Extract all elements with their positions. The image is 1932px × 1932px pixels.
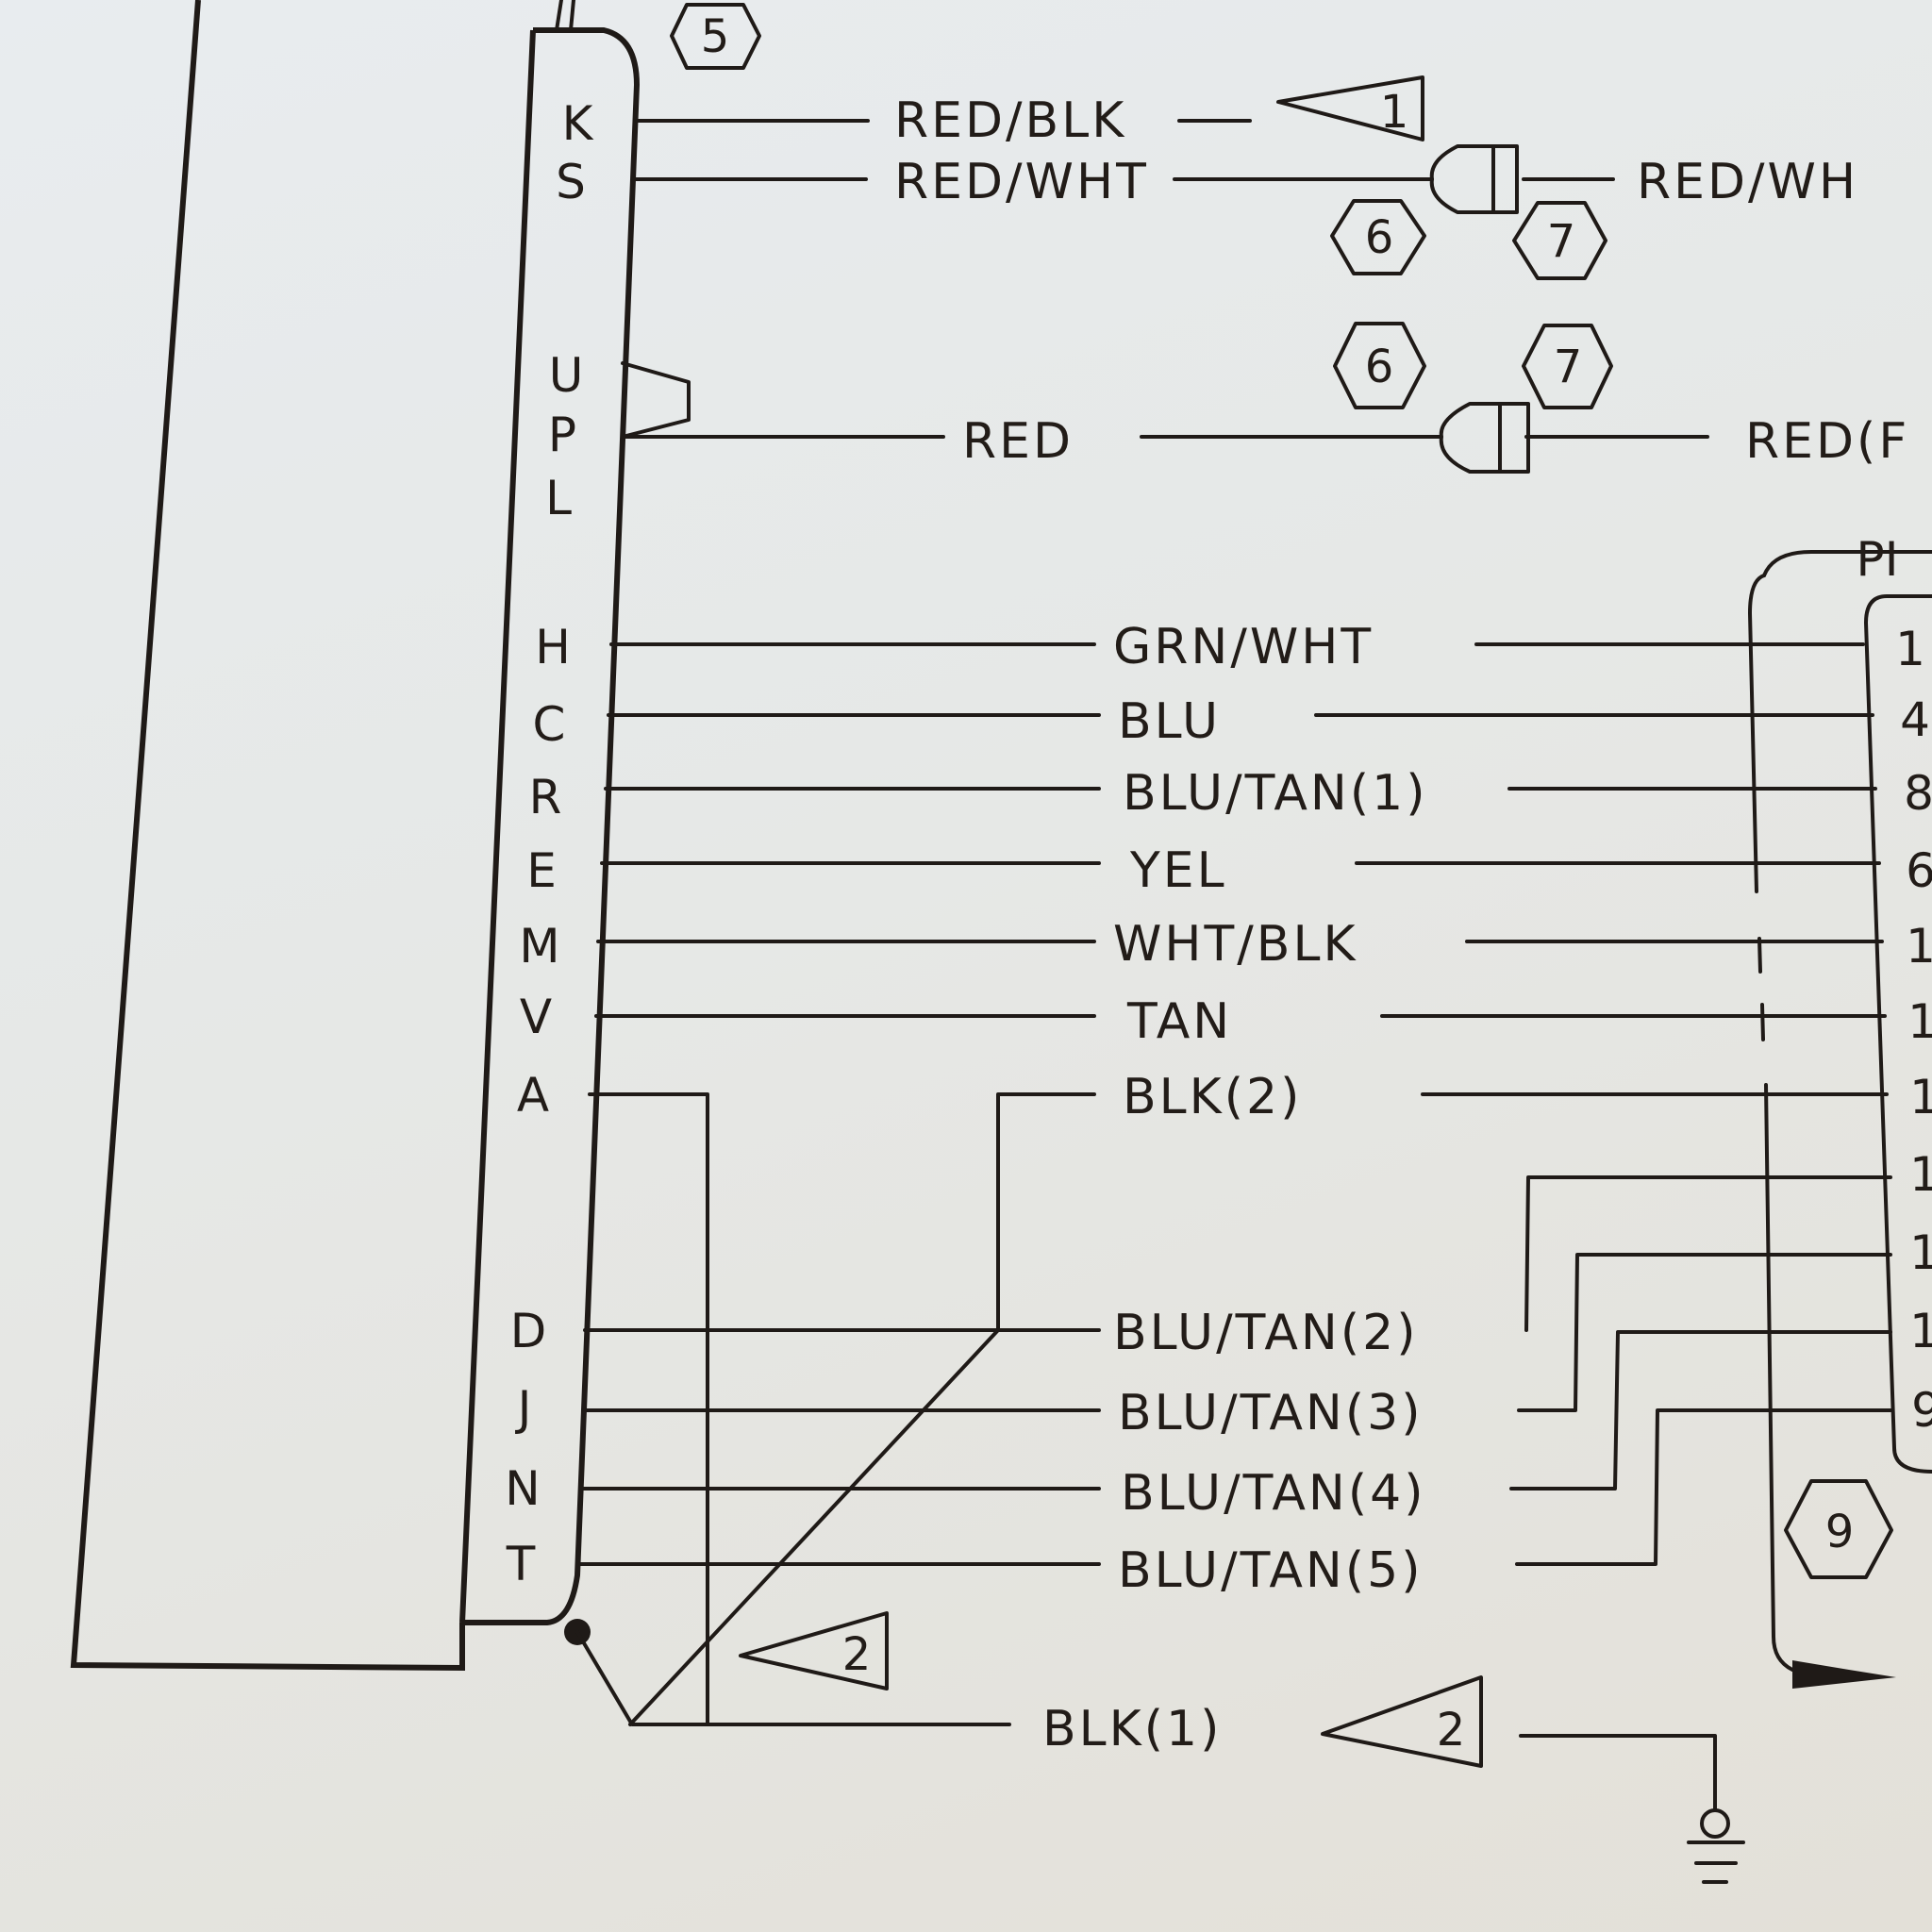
svg-text:2: 2 xyxy=(842,1628,872,1681)
p1-title: PI xyxy=(1857,532,1899,587)
label-wht-blk: WHT/BLK xyxy=(1113,916,1358,973)
inline-connector-top xyxy=(1429,144,1519,214)
label-blu-tan-2: BLU/TAN(2) xyxy=(1113,1305,1419,1361)
pin-k: K xyxy=(562,96,594,151)
hex-ref-7a: 7 xyxy=(1512,201,1607,280)
svg-text:6: 6 xyxy=(1906,843,1932,898)
wire-blu-tan-5 xyxy=(575,1408,1892,1566)
svg-text:8: 8 xyxy=(1904,766,1932,821)
svg-text:1: 1 xyxy=(1907,994,1932,1049)
svg-text:7: 7 xyxy=(1554,341,1583,393)
hex-ref-9: 9 xyxy=(1784,1479,1893,1579)
pin-l: L xyxy=(545,471,572,525)
pin-labels: K S U P L H C R E M V A D J N T xyxy=(505,96,593,1591)
pin-m: M xyxy=(519,919,559,974)
label-grn-wht: GRN/WHT xyxy=(1113,619,1374,675)
pin-d: D xyxy=(510,1304,547,1358)
pin-u: U xyxy=(549,348,584,403)
hex-ref-7b: 7 xyxy=(1522,324,1613,409)
reference-flag-2b: 2 xyxy=(1321,1675,1483,1768)
pin-s: S xyxy=(556,155,586,209)
ground-icon xyxy=(1687,1808,1745,1884)
label-blk-2: BLK(2) xyxy=(1123,1069,1302,1125)
label-red-wht-out: RED/WH xyxy=(1637,154,1858,210)
svg-text:1: 1 xyxy=(1895,622,1925,676)
p1-pin-numbers: 1 4 8 6 1 1 1 1 1 1 9 xyxy=(1895,622,1932,1438)
label-blu-tan-5: BLU/TAN(5) xyxy=(1118,1542,1424,1599)
harness-trunk-line xyxy=(1748,574,1794,1672)
hex-ref-6b: 6 xyxy=(1333,322,1426,409)
hex-ref-5: 5 xyxy=(670,3,761,70)
svg-text:1: 1 xyxy=(1906,919,1932,974)
wire-to-ground xyxy=(1519,1734,1717,1811)
label-blu-tan-1: BLU/TAN(1) xyxy=(1123,765,1428,822)
svg-text:2: 2 xyxy=(1437,1704,1466,1757)
pin-h: H xyxy=(535,620,571,675)
wire-blu-tan-3 xyxy=(581,1253,1892,1412)
pin-e: E xyxy=(526,843,557,898)
p1-connector-inner xyxy=(1864,594,1932,1474)
svg-text:1: 1 xyxy=(1909,1147,1932,1202)
label-red-out: RED(F xyxy=(1745,413,1909,470)
harness-wires xyxy=(575,642,1892,1726)
pin-a: A xyxy=(517,1068,549,1123)
label-blu: BLU xyxy=(1118,693,1221,750)
label-tan: TAN xyxy=(1126,993,1232,1050)
left-connector-housing xyxy=(459,27,641,1625)
connector-u-tab xyxy=(621,361,691,439)
svg-text:6: 6 xyxy=(1365,341,1394,393)
pin-n: N xyxy=(505,1461,540,1516)
label-red: RED xyxy=(962,413,1074,470)
wire-blu-tan-2 xyxy=(583,1175,1892,1332)
wire-blk-2 xyxy=(588,1092,1889,1726)
svg-text:7: 7 xyxy=(1547,215,1576,268)
svg-text:4: 4 xyxy=(1900,692,1930,747)
label-blu-tan-3: BLU/TAN(3) xyxy=(1118,1385,1424,1441)
pin-r: R xyxy=(529,770,562,824)
pin-t: T xyxy=(506,1537,536,1591)
label-red-wht: RED/WHT xyxy=(894,154,1149,210)
hex-ref-6a: 6 xyxy=(1330,199,1426,275)
pin-c: C xyxy=(533,697,566,752)
reference-flag-2a: 2 xyxy=(739,1611,889,1690)
p1-connector-outer xyxy=(1762,550,1932,577)
inline-connector-bottom xyxy=(1439,402,1530,474)
svg-text:1: 1 xyxy=(1909,1225,1932,1280)
wire-blu-tan-4 xyxy=(578,1330,1892,1491)
connector-top-tab xyxy=(555,0,575,32)
svg-text:6: 6 xyxy=(1365,211,1394,264)
reference-flag-1: 1 xyxy=(1276,75,1424,142)
trunk-arrow-icon xyxy=(1792,1660,1896,1689)
svg-text:9: 9 xyxy=(1825,1506,1855,1558)
svg-text:9: 9 xyxy=(1911,1383,1932,1438)
pin-j: J xyxy=(515,1381,532,1436)
pin-p: P xyxy=(548,408,576,462)
pin-v: V xyxy=(520,990,552,1044)
label-yel: YEL xyxy=(1129,842,1227,899)
svg-text:1: 1 xyxy=(1909,1304,1932,1358)
wire-blk-1 xyxy=(575,1630,1011,1726)
svg-text:1: 1 xyxy=(1909,1070,1932,1124)
component-box xyxy=(70,0,465,1672)
label-red-blk: RED/BLK xyxy=(894,92,1126,149)
label-blk-1: BLK(1) xyxy=(1042,1701,1222,1757)
svg-text:5: 5 xyxy=(701,10,730,63)
label-blu-tan-4: BLU/TAN(4) xyxy=(1121,1465,1426,1522)
svg-text:1: 1 xyxy=(1380,86,1409,139)
